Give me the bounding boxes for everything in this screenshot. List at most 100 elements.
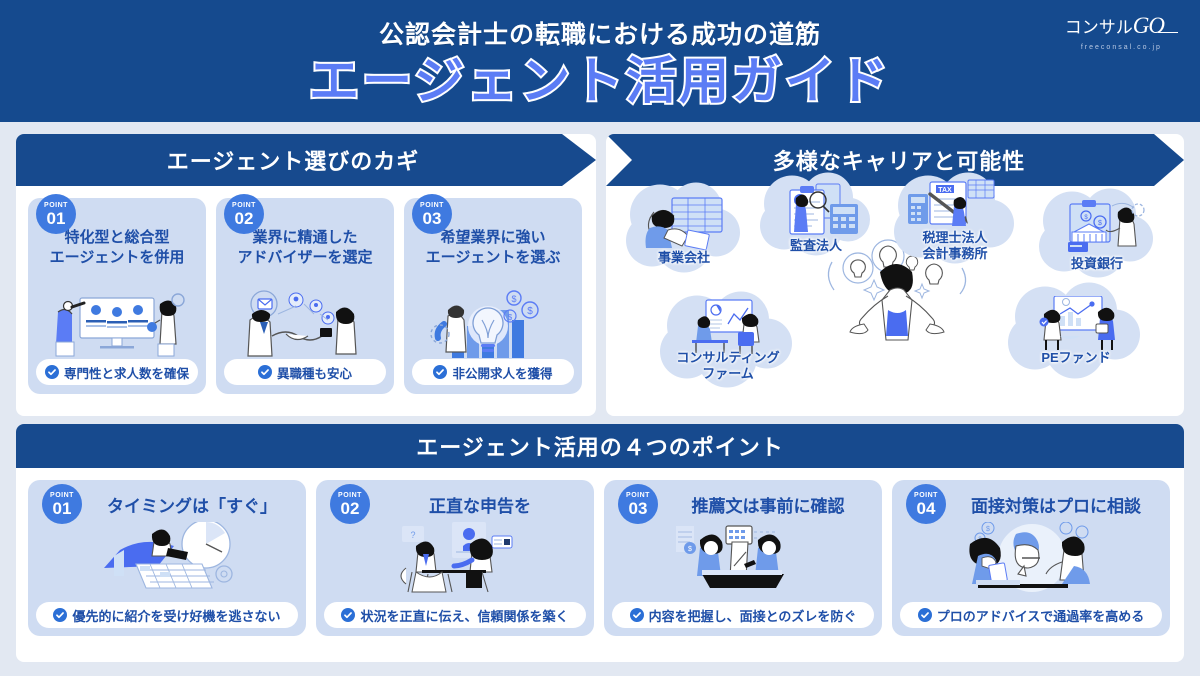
logo-accent-text: GO [1132,13,1165,38]
team-monitor-icon [28,290,206,362]
badge-number: 02 [234,208,254,228]
pill-label: 状況を正直に伝え、信頼関係を築く [360,608,569,624]
badge-number: 01 [46,208,66,228]
bottom-card-title: 正直な申告を [429,497,531,516]
interview-table-icon: ? [316,522,594,594]
pill-label: プロのアドバイスで通過率を高める [936,608,1145,624]
pill-label: 異職種も安心 [276,366,352,381]
career-label: PEファンド [1041,350,1111,365]
four-points-panel: エージェント活用の４つのポイント POINT 01 タイミングは「すぐ」 [16,424,1184,662]
career-item-6[interactable]: PEファンド [1006,282,1146,379]
badge-label: POINT [338,491,362,499]
page-title: エージェント活用ガイド [307,52,891,109]
point-card-title: 特化型と総合型 エージェントを併用 [49,229,185,266]
bottom-card-title: 面接対策はプロに相談 [971,497,1141,516]
bottom-panel-bar: エージェント活用の４つのポイント [16,424,1184,468]
svg-text:?: ? [410,530,415,540]
left-card-list: POINT 01 特化型と総合型 エージェントを併用 [16,186,596,406]
point-badge-01: POINT 01 [36,194,76,234]
pe-chart-icon [1006,295,1146,352]
badge-label: POINT [44,201,68,209]
bottom-card-pill: 状況を正直に伝え、信頼関係を築く [324,602,586,628]
check-icon [917,608,932,622]
badge-label: POINT [50,491,74,499]
laptop-review-icon: $ [604,522,882,594]
bottom-point-card-04[interactable]: POINT 04 面接対策はプロに相談 $ $ [892,480,1170,636]
bottom-point-card-02[interactable]: POINT 02 正直な申告を ? [316,480,594,636]
calendar-clock-icon [28,519,306,594]
career-label: 監査法人 [789,238,842,253]
svg-text:$: $ [1084,215,1088,221]
svg-text:$: $ [527,306,533,317]
badge-label: POINT [626,491,650,499]
check-icon [44,365,59,379]
check-icon [629,608,644,622]
point-card-03[interactable]: POINT 03 希望業界に強い エージェントを選ぶ [404,194,582,394]
badge-label: POINT [232,201,256,209]
point-card-pill: 専門性と求人数を確保 [36,359,198,385]
consultation-chat-icon: $ $ [892,521,1170,594]
career-label: 事業会社 [657,250,710,265]
badge-label: POINT [420,201,444,209]
consulting-meeting-icon [658,298,798,354]
career-item-5[interactable]: コンサルティング ファーム [658,291,798,388]
svg-text:TAX: TAX [938,187,952,194]
svg-text:$: $ [511,294,516,304]
logo-subtitle: freeconsal.co.jp [1080,44,1162,51]
career-item-1[interactable]: 事業会社 [620,182,748,273]
agent-selection-panel: エージェント選びのカギ POINT 01 特化型と総合型 エージェントを併用 [16,134,596,416]
check-icon [433,365,448,379]
lightbulb-growth-icon: $ $ $ [404,290,582,362]
career-item-4[interactable]: $ $ [1034,188,1160,278]
bottom-card-pill: 優先的に紹介を受け好機を逃さない [36,602,298,628]
tax-document-icon: TAX [892,176,1018,234]
badge-number: 02 [340,498,360,518]
career-item-2[interactable]: 監査法人 [756,172,876,256]
top-row: エージェント選びのカギ POINT 01 特化型と総合型 エージェントを併用 [16,134,1184,416]
right-panel-banner: 多様なキャリアと可能性 [606,134,1184,186]
pill-label: 優先的に紹介を受け好機を逃さない [72,608,281,624]
point-card-title: 業界に精通した アドバイザーを選定 [237,229,373,266]
svg-text:$: $ [1098,220,1102,227]
career-label: 税理士法人 会計事務所 [922,230,988,261]
bottom-point-card-03[interactable]: POINT 03 推薦文は事前に確認 $ [604,480,882,636]
badge-label: POINT [914,491,938,499]
point-badge-03: POINT 03 [412,194,452,234]
career-possibilities-panel: 多様なキャリアと可能性 [606,134,1184,416]
handshake-icon [216,290,394,362]
left-panel-banner: エージェント選びのカギ [16,134,596,186]
pill-label: 専門性と求人数を確保 [63,366,189,381]
career-label: 投資銀行 [1070,256,1123,271]
pill-label: 非公開求人を獲得 [452,366,553,381]
badge-number: 01 [52,498,72,518]
bank-finance-icon: $ $ [1034,198,1160,256]
point-badge-02: POINT 02 [330,484,370,524]
point-card-pill: 異職種も安心 [224,359,386,385]
point-badge-04: POINT 04 [906,484,946,524]
svg-text:$: $ [986,526,990,533]
point-card-02[interactable]: POINT 02 業界に精通した アドバイザーを選定 [216,194,394,394]
svg-text:$: $ [508,313,513,322]
woman-ideas-icon [802,238,992,358]
bottom-card-title: 推薦文は事前に確認 [691,497,845,516]
logo-text: コンサル [1064,18,1133,37]
check-icon [257,365,272,379]
badge-number: 03 [628,498,648,518]
point-badge-02: POINT 02 [224,194,264,234]
check-icon [341,608,356,622]
pill-label: 内容を把握し、面接とのズレを防ぐ [648,608,857,624]
check-icon [53,608,68,622]
point-card-title: 希望業界に強い エージェントを選ぶ [425,229,561,266]
point-card-01[interactable]: POINT 01 特化型と総合型 エージェントを併用 [28,194,206,394]
svg-text:$: $ [688,546,692,553]
bottom-point-card-01[interactable]: POINT 01 タイミングは「すぐ」 [28,480,306,636]
bottom-card-pill: 内容を把握し、面接とのズレを防ぐ [612,602,874,628]
audit-clipboard-icon [756,178,876,242]
point-badge-03: POINT 03 [618,484,658,524]
career-item-3[interactable]: TAX 税理士法人 会計事務所 [892,172,1018,264]
career-label: コンサルティング ファーム [676,350,780,381]
